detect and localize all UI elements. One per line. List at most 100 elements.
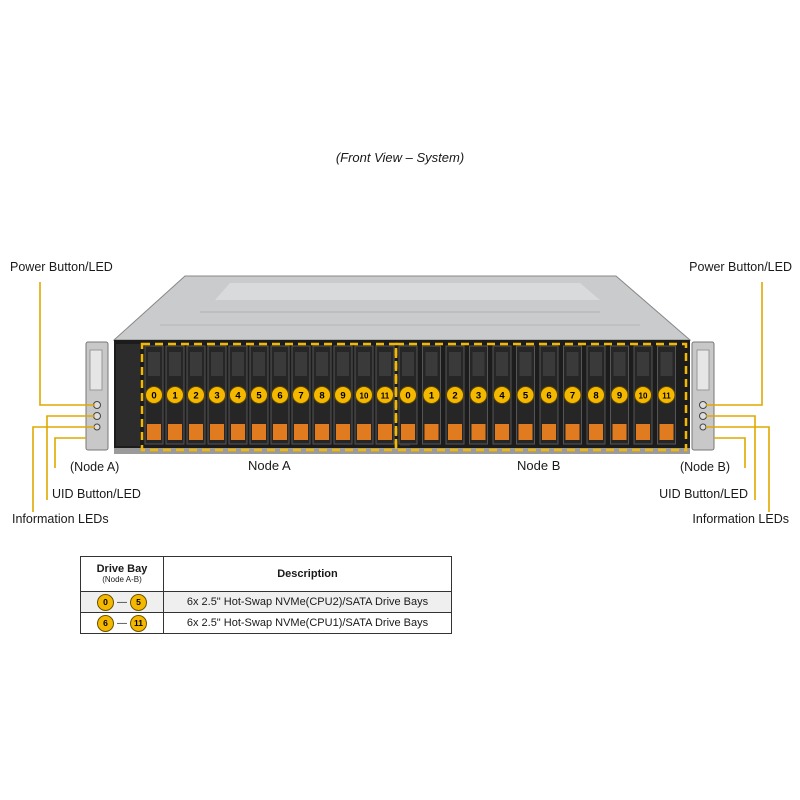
drive-release-tab[interactable] [589, 424, 603, 440]
node-b-drive-bay-6[interactable]: 6 [539, 345, 559, 445]
drive-bay-header: Drive Bay (Node A-B) [80, 556, 164, 592]
bay-badge-to: 5 [130, 593, 147, 611]
bay-number-label: 5 [256, 391, 262, 402]
drive-release-tab[interactable] [378, 424, 392, 440]
bay-number-badge [208, 386, 226, 404]
drive-release-tab[interactable] [518, 424, 533, 440]
node-b-drive-bay-10[interactable]: 10 [633, 345, 653, 445]
drive-release-tab[interactable] [294, 424, 308, 440]
bay-number-badge [334, 386, 352, 404]
drive-release-tab[interactable] [401, 424, 415, 440]
bay-number-badge [229, 386, 247, 404]
drive-release-tab[interactable] [168, 424, 182, 440]
bay-number-badge [422, 386, 441, 404]
range-dash: — [117, 617, 127, 629]
drive-bay-subheader: (Node A-B) [102, 574, 142, 584]
node-b-power-label: Power Button/LED [689, 260, 792, 274]
bay-number-label: 3 [214, 391, 219, 402]
bay-number-label: 2 [193, 391, 198, 402]
bay-number-badge [540, 386, 558, 404]
drive-release-tab[interactable] [659, 424, 674, 440]
bay-number-label: 1 [172, 391, 178, 402]
node-b-drive-bay-2[interactable]: 2 [445, 345, 465, 445]
bay-number-badge [516, 386, 535, 404]
drive-release-tab[interactable] [189, 424, 203, 440]
node-b-uid-button [699, 412, 707, 420]
node-a-drive-bay-8[interactable]: 8 [312, 345, 332, 445]
bay-number-label: 8 [319, 391, 324, 402]
drive-release-tab[interactable] [495, 424, 509, 440]
drive-release-tab[interactable] [448, 424, 462, 440]
drive-release-tab[interactable] [636, 424, 650, 440]
bay-badge-from: 0 [97, 593, 114, 611]
bay-number-label: 6 [277, 391, 282, 402]
bay-number-label: 3 [476, 391, 481, 402]
drive-release-tab[interactable] [210, 424, 224, 440]
bay-number-badge [446, 386, 464, 404]
drive-release-tab[interactable] [357, 424, 371, 440]
node-b-drive-bay-7[interactable]: 7 [563, 345, 582, 445]
node-b-drive-bay-8[interactable]: 8 [586, 345, 606, 445]
node-b-drive-bay-3[interactable]: 3 [469, 345, 488, 445]
node-a-drive-bay-0[interactable]: 0 [144, 345, 164, 445]
node-a-drive-bay-11[interactable]: 11 [375, 345, 395, 445]
bay-number-label: 10 [639, 392, 648, 401]
drive-release-tab[interactable] [252, 424, 266, 440]
table-row: 0—5 6x 2.5" Hot-Swap NVMe(CPU2)/SATA Dri… [80, 591, 452, 613]
drive-release-tab[interactable] [147, 424, 161, 440]
node-a-node-label: (Node A) [70, 460, 120, 474]
node-a-drive-bay-7[interactable]: 7 [291, 345, 311, 445]
left-vent [116, 344, 140, 446]
bay-number-badge [563, 386, 582, 404]
table-row: 6—11 6x 2.5" Hot-Swap NVMe(CPU1)/SATA Dr… [80, 612, 452, 634]
bay-number-label: 8 [593, 391, 598, 402]
bay-number-badge [493, 386, 511, 404]
node-b-drive-bay-5[interactable]: 5 [516, 345, 535, 445]
drive-release-tab[interactable] [424, 424, 439, 440]
node-a-drive-bay-2[interactable]: 2 [186, 345, 206, 445]
bay-range-cell: 0—5 [80, 591, 164, 613]
bay-number-badge [166, 386, 184, 404]
node-b-title: Node B [517, 458, 561, 473]
drive-release-tab[interactable] [315, 424, 329, 440]
bay-number-badge [355, 386, 373, 404]
description-header: Description [163, 556, 452, 592]
bay-number-badge [313, 386, 331, 404]
bay-badge-to: 11 [130, 614, 147, 632]
drive-release-tab[interactable] [336, 424, 350, 440]
node-b-node-label: (Node B) [679, 460, 730, 474]
bay-number-label: 5 [523, 391, 529, 402]
node-a-drive-bay-1[interactable]: 1 [165, 345, 185, 445]
node-b-drive-bay-9[interactable]: 9 [610, 345, 629, 445]
bay-number-badge [587, 386, 605, 404]
drive-release-tab[interactable] [565, 424, 580, 440]
node-a-drive-bay-3[interactable]: 3 [207, 345, 227, 445]
drive-release-tab[interactable] [273, 424, 287, 440]
drive-release-tab[interactable] [471, 424, 486, 440]
node-a-outline [140, 342, 398, 452]
bay-badge-from: 6 [97, 614, 114, 632]
node-b-drive-bay-0[interactable]: 0 [398, 345, 418, 445]
node-b-drive-bay-1[interactable]: 1 [422, 345, 441, 445]
node-a-drive-bay-6[interactable]: 6 [270, 345, 290, 445]
bay-number-badge [292, 386, 310, 404]
node-b-power-button [699, 401, 707, 409]
bay-number-badge [634, 386, 652, 404]
drive-release-tab[interactable] [542, 424, 556, 440]
node-a-drive-bay-5[interactable]: 5 [249, 345, 269, 445]
left-callout-lines [32, 282, 95, 512]
node-a-drive-bay-10[interactable]: 10 [354, 345, 374, 445]
bay-number-label: 9 [617, 391, 622, 402]
node-a-drive-bay-9[interactable]: 9 [333, 345, 353, 445]
node-b-drive-bay-11[interactable]: 11 [657, 345, 676, 445]
bay-number-badge [271, 386, 289, 404]
drive-release-tab[interactable] [231, 424, 245, 440]
node-a-info-label: Information LEDs [12, 512, 109, 526]
bay-number-label: 0 [151, 391, 156, 402]
drive-release-tab[interactable] [612, 424, 627, 440]
node-a-drive-bay-4[interactable]: 4 [228, 345, 248, 445]
bay-number-badge [145, 386, 163, 404]
node-b-drive-bay-4[interactable]: 4 [492, 345, 512, 445]
